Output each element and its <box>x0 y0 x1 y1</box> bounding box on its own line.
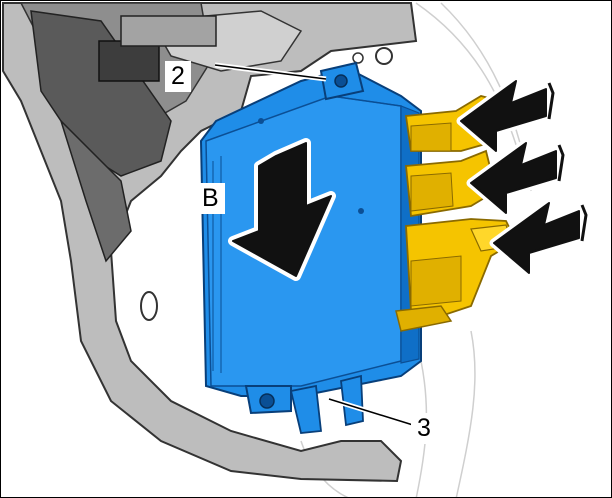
connector-middle <box>405 149 498 218</box>
arrow-left-icon <box>456 76 555 156</box>
leader-lines-inner <box>214 64 414 426</box>
callout-label-2: 2 <box>165 61 191 92</box>
callout-label-b: B <box>196 183 225 214</box>
mounting-bracket <box>1 2 418 483</box>
arrow-down-icon <box>228 138 336 281</box>
callout-label-3: 3 <box>411 413 437 444</box>
arrow-left-icon <box>489 198 588 278</box>
arrow-left-icon <box>466 138 565 218</box>
